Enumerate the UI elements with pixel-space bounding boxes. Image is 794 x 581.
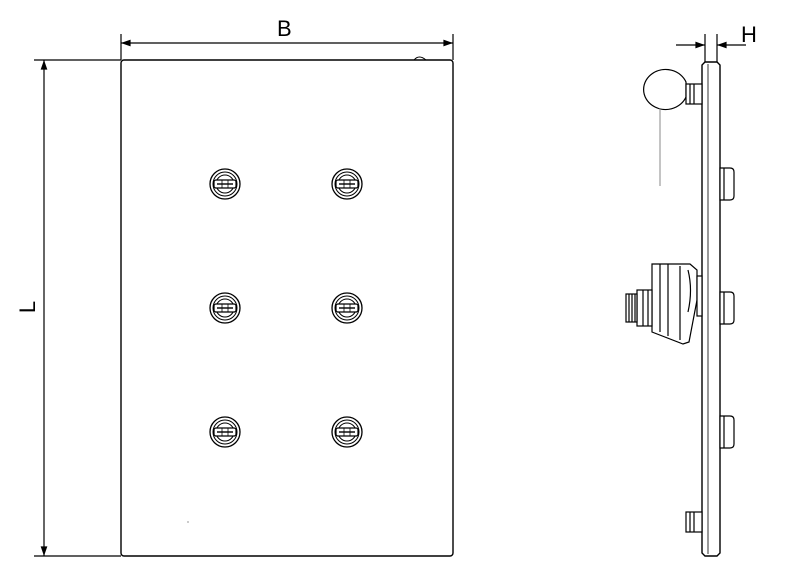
side-rivet-icon	[719, 291, 735, 325]
fastener-screw-icon	[331, 168, 363, 200]
fastener-grid	[209, 168, 363, 448]
side-rivet-icon	[719, 167, 735, 201]
dimension-b	[120, 34, 454, 60]
dimension-h	[676, 34, 746, 62]
dimension-label-l: L	[15, 300, 41, 314]
side-rivet-icon	[719, 415, 735, 449]
fastener-screw-icon	[331, 292, 363, 324]
bottom-stud	[685, 511, 703, 533]
front-plate	[120, 59, 454, 557]
front-view	[120, 56, 454, 557]
side-rivet-group	[719, 167, 735, 449]
side-plate	[701, 61, 721, 557]
cam-lock-assembly	[625, 263, 703, 345]
fastener-screw-icon	[331, 416, 363, 448]
side-view	[625, 34, 746, 557]
dimension-l	[34, 59, 121, 557]
dimension-label-h: H	[741, 22, 757, 47]
top-knob	[643, 68, 703, 186]
front-plate-corner-detail	[413, 56, 427, 61]
fastener-screw-icon	[209, 292, 241, 324]
fastener-screw-icon	[209, 168, 241, 200]
dimension-label-b: B	[277, 16, 292, 41]
fastener-screw-icon	[209, 416, 241, 448]
